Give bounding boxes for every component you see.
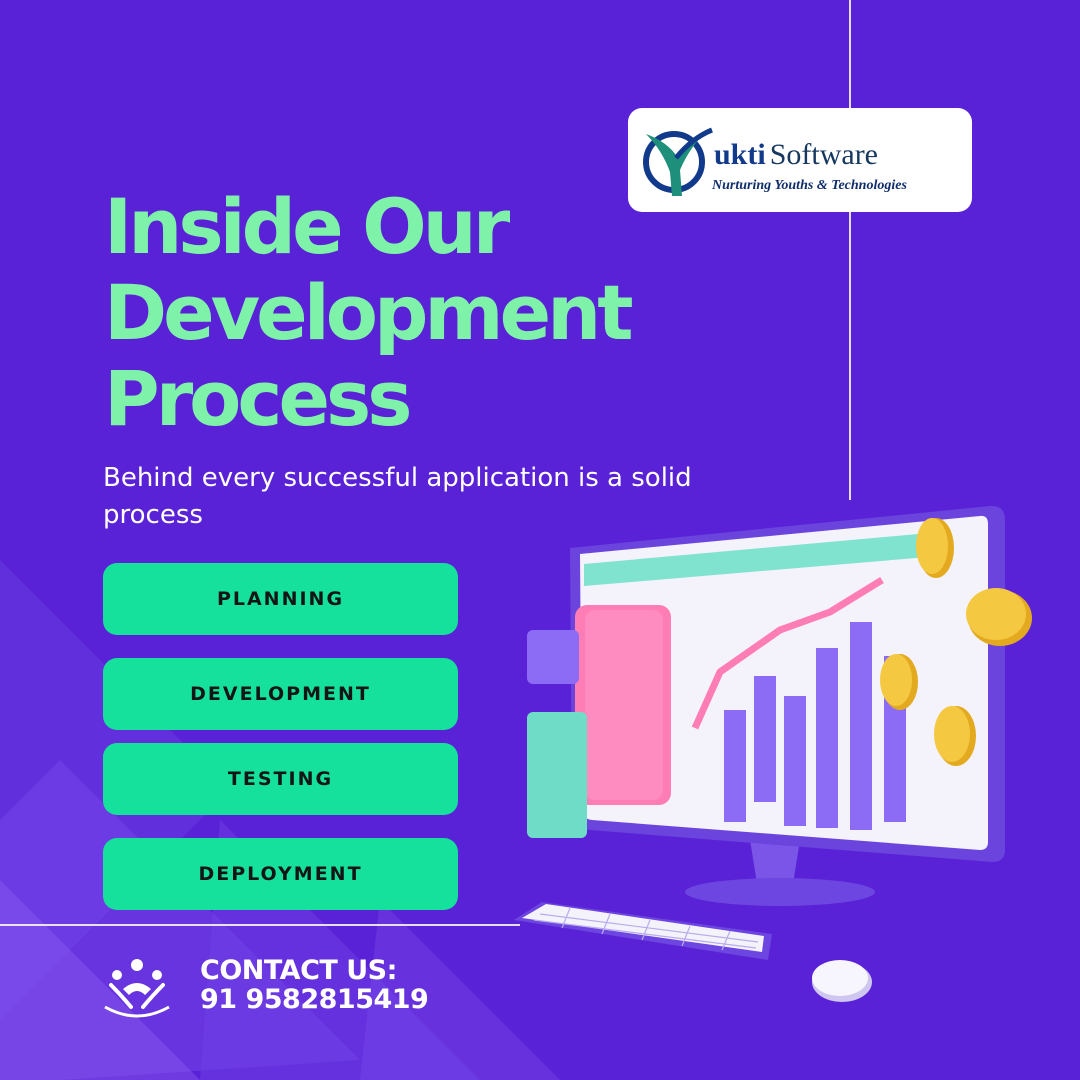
monitor-neck bbox=[750, 840, 800, 890]
floating-card-purple bbox=[527, 630, 579, 684]
coin-icon bbox=[934, 706, 970, 762]
people-logo-icon bbox=[104, 959, 170, 1018]
monitor-illustration bbox=[514, 505, 1032, 1002]
keyboard-keys bbox=[522, 904, 764, 952]
monitor-base bbox=[685, 878, 875, 906]
subtitle: Behind every successful application is a… bbox=[103, 463, 692, 530]
chart-bar bbox=[724, 710, 746, 822]
screen-pink-panel-inner bbox=[585, 610, 663, 800]
contact-phone[interactable]: 91 9582815419 bbox=[200, 984, 429, 1015]
title-line-2: Development bbox=[104, 268, 634, 357]
divider-horizontal bbox=[0, 924, 520, 926]
chart-bar bbox=[754, 676, 776, 802]
brand-tagline: Nurturing Youths & Technologies bbox=[712, 178, 907, 193]
coin-icon bbox=[916, 518, 948, 574]
chart-bar bbox=[816, 648, 838, 828]
coin-icon bbox=[966, 588, 1026, 640]
contact-label: CONTACT US: bbox=[200, 955, 397, 986]
chart-bar bbox=[850, 622, 872, 830]
divider-vertical bbox=[849, 0, 851, 500]
title-line-3: Process bbox=[104, 354, 412, 443]
screen-header-bar bbox=[584, 532, 940, 586]
mouse-icon bbox=[812, 960, 868, 996]
trend-line bbox=[691, 577, 884, 730]
floating-card-teal bbox=[527, 712, 587, 838]
contact-block: CONTACT US: 91 9582815419 bbox=[200, 955, 429, 1015]
keyboard-key-grid bbox=[533, 907, 759, 951]
yukti-logo-icon bbox=[643, 127, 713, 196]
coin-icon bbox=[880, 654, 912, 706]
chart-bar bbox=[784, 696, 806, 826]
step-development-button[interactable]: DEVELOPMENT bbox=[103, 658, 458, 730]
step-deployment-button[interactable]: DEPLOYMENT bbox=[103, 838, 458, 910]
step-testing-button[interactable]: TESTING bbox=[103, 743, 458, 815]
title-line-1: Inside Our bbox=[104, 182, 510, 271]
step-planning-button[interactable]: PLANNING bbox=[103, 563, 458, 635]
page-title: Inside Our Development Process bbox=[104, 182, 634, 443]
